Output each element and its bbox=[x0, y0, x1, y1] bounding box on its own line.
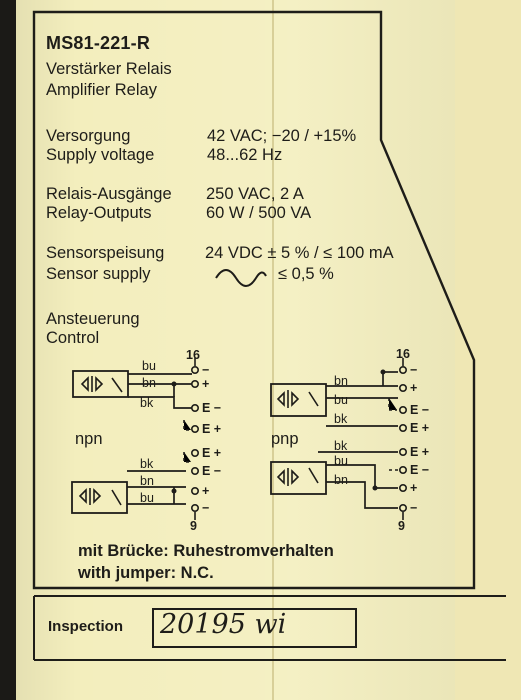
pnp-upper-plus: + bbox=[410, 381, 418, 395]
sensor-value-2: ≤ 0,5 % bbox=[278, 265, 334, 283]
supply-label-en: Supply voltage bbox=[46, 146, 155, 164]
pnp-upper-e-plus: E + bbox=[410, 421, 430, 435]
supply-value-2: 48...62 Hz bbox=[207, 146, 283, 164]
jumper-note-de: mit Brücke: Ruhestromverhalten bbox=[78, 542, 334, 560]
pnp-label: pnp bbox=[271, 430, 299, 448]
pnp-lower-bk: bk bbox=[334, 439, 348, 453]
sensor-symbol-icon bbox=[80, 376, 104, 392]
npn-upper-bn: bn bbox=[142, 376, 156, 390]
pnp-upper-circuit bbox=[270, 358, 407, 432]
relay-value-1: 250 VAC, 2 A bbox=[206, 185, 304, 203]
relay-label-en: Relay-Outputs bbox=[46, 204, 152, 222]
pnp-terminal-16: 16 bbox=[396, 347, 410, 361]
control-label-en: Control bbox=[46, 329, 100, 347]
model-number: MS81-221-R bbox=[46, 33, 151, 53]
npn-upper-bu: bu bbox=[142, 359, 156, 373]
pnp-lower-circuit bbox=[270, 447, 407, 520]
pnp-lower-plus: + bbox=[410, 481, 418, 495]
npn-lower-bn: bn bbox=[140, 474, 154, 488]
pnp-upper-minus: − bbox=[410, 363, 418, 377]
supply-label-de: Versorgung bbox=[46, 127, 131, 145]
pnp-upper-bn: bn bbox=[334, 374, 348, 388]
pnp-lower-bu: bu bbox=[334, 454, 348, 468]
ac-ripple-icon bbox=[215, 269, 267, 287]
npn-label: npn bbox=[75, 430, 103, 448]
control-label-de: Ansteuerung bbox=[46, 310, 140, 328]
npn-upper-e-plus: E + bbox=[202, 422, 222, 436]
npn-upper-plus: + bbox=[202, 377, 210, 391]
plate-seam bbox=[272, 0, 274, 700]
supply-value-1: 42 VAC; −20 / +15% bbox=[207, 127, 357, 145]
npn-upper-bk: bk bbox=[140, 396, 154, 410]
pnp-terminal-9: 9 bbox=[398, 519, 405, 533]
sensor-value-1: 24 VDC ± 5 % / ≤ 100 mA bbox=[205, 244, 394, 262]
right-edge-strip bbox=[455, 0, 521, 700]
pnp-lower-bn: bn bbox=[334, 473, 348, 487]
npn-lower-e-plus: E + bbox=[202, 446, 222, 460]
npn-upper-circuit bbox=[72, 358, 200, 433]
label-plate bbox=[16, 0, 521, 700]
pnp-lower-e-minus: E − bbox=[410, 463, 430, 477]
label-border bbox=[32, 10, 476, 590]
npn-lower-minus: − bbox=[202, 501, 210, 515]
pnp-upper-bu: bu bbox=[334, 393, 348, 407]
relay-value-2: 60 W / 500 VA bbox=[206, 204, 312, 222]
npn-lower-plus: + bbox=[202, 484, 210, 498]
npn-lower-bk: bk bbox=[140, 457, 154, 471]
sensor-label-de: Sensorspeisung bbox=[46, 244, 165, 262]
npn-lower-circuit bbox=[71, 448, 200, 520]
pnp-upper-e-minus: E − bbox=[410, 403, 430, 417]
inspection-handwritten: 20195 wi bbox=[160, 609, 287, 640]
pnp-upper-bk: bk bbox=[334, 412, 348, 426]
title-german: Verstärker Relais bbox=[46, 60, 172, 78]
npn-upper-e-minus: E − bbox=[202, 401, 222, 415]
npn-lower-e-minus: E − bbox=[202, 464, 222, 478]
title-english: Amplifier Relay bbox=[46, 81, 157, 99]
sensor-label-en: Sensor supply bbox=[46, 265, 151, 283]
jumper-note-en: with jumper: N.C. bbox=[78, 564, 214, 582]
npn-terminal-9: 9 bbox=[190, 519, 197, 533]
npn-terminal-16: 16 bbox=[186, 348, 200, 362]
pnp-lower-e-plus: E + bbox=[410, 445, 430, 459]
npn-lower-bu: bu bbox=[140, 491, 154, 505]
inspection-box bbox=[152, 608, 357, 648]
relay-label-de: Relais-Ausgänge bbox=[46, 185, 172, 203]
inspection-label: Inspection bbox=[48, 618, 124, 635]
pnp-lower-minus: − bbox=[410, 501, 418, 515]
npn-upper-minus: − bbox=[202, 363, 210, 377]
